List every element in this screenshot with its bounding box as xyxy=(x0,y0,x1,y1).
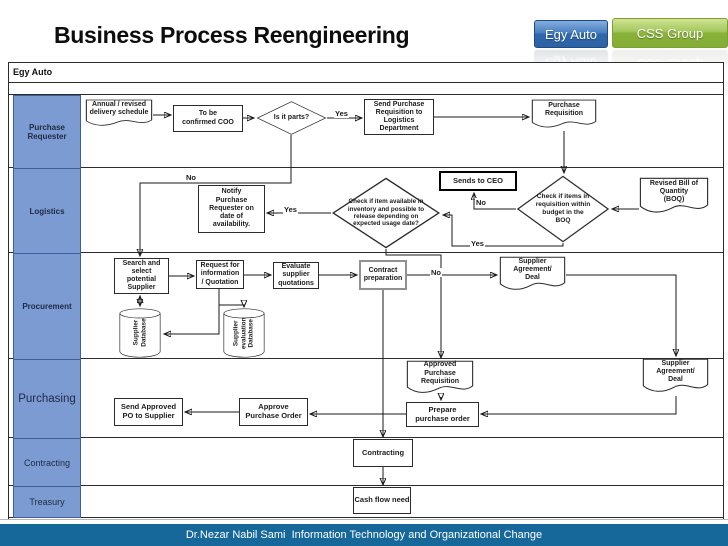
page-title: Business Process Reengineering xyxy=(54,22,410,48)
decision-is-it-parts: Is it parts? xyxy=(256,101,327,135)
document-approved-purchase-requisition: Approved Purchase Requisition xyxy=(406,360,474,397)
css-group-button[interactable]: CSS Group xyxy=(612,18,728,48)
node-approve-purchase-order: Approve Purchase Order xyxy=(239,398,308,426)
lane-label-purchase-requester: Purchase Requester xyxy=(13,95,81,169)
node-send-approved-po: Send Approved PO to Supplier xyxy=(114,398,183,426)
cylinder-shape-icon xyxy=(223,308,265,358)
egy-auto-button[interactable]: Egy Auto xyxy=(534,20,608,48)
chart-subheader-row xyxy=(9,83,723,95)
diamond-shape-icon xyxy=(331,177,441,249)
cylinder-shape-icon xyxy=(119,308,161,358)
node-to-be-confirmed-coo: To be confirmed COO xyxy=(173,105,243,132)
diamond-shape-icon xyxy=(256,101,327,135)
document-shape-icon xyxy=(642,358,709,392)
document-supplier-agreement-deal-procurement: Supplier Agreement/ Deal xyxy=(499,256,566,294)
label-inventory-check-no: No xyxy=(430,268,442,277)
chart-title-egy-auto: Egy Auto xyxy=(9,63,723,83)
footer-divider xyxy=(0,519,728,520)
label-is-it-parts-no: No xyxy=(185,173,197,182)
document-purchase-requisition: Purchase Requisition xyxy=(531,99,597,131)
label-is-it-parts-yes: Yes xyxy=(334,109,349,118)
document-shape-icon xyxy=(85,99,153,126)
label-inventory-check-yes: Yes xyxy=(283,205,298,214)
lane-row-purchase-requester xyxy=(9,95,723,168)
lane-row-procurement xyxy=(9,253,723,359)
node-notify-purchase-requester: Notify Purchase Requester on date of ava… xyxy=(198,185,265,233)
node-cash-flow-need: Cash flow need xyxy=(353,487,411,514)
lane-label-treasury: Treasury xyxy=(13,486,81,518)
node-contracting: Contracting xyxy=(353,439,413,467)
document-shape-icon xyxy=(499,256,566,290)
document-shape-icon xyxy=(639,177,709,213)
decision-budget-check-boq: Check if items in requisition within bud… xyxy=(516,175,610,243)
label-budget-check-no: No xyxy=(475,198,487,207)
lane-row-logistics xyxy=(9,168,723,253)
document-shape-icon xyxy=(406,360,474,393)
lane-label-logistics: Logistics xyxy=(13,168,81,254)
lane-label-purchasing: Purchasing xyxy=(13,359,81,439)
document-shape-icon xyxy=(531,99,597,128)
lane-row-treasury xyxy=(9,486,723,518)
document-annual-revised-delivery-schedule: Annual / revised delivery schedule xyxy=(85,99,153,129)
lane-row-contracting xyxy=(9,438,723,486)
database-supplier: Supplier Database xyxy=(119,308,161,358)
lane-label-contracting: Contracting xyxy=(13,438,81,487)
database-supplier-evaluation: Supplier evaluation Database xyxy=(223,308,265,358)
flowchart: Egy Auto Purchase Requester Logistics Pr… xyxy=(8,62,724,520)
node-search-select-supplier: Search and select potential Supplier xyxy=(114,258,169,294)
node-send-purchase-requisition: Send Purchase Requisition to Logistics D… xyxy=(364,99,434,135)
lane-row-purchasing xyxy=(9,359,723,438)
node-evaluate-supplier-quotations: Evaluate supplier quotations xyxy=(273,262,319,289)
node-request-for-information: Request for information / Quotation xyxy=(196,260,244,289)
document-supplier-agreement-deal-purchasing: Supplier Agreement/ Deal xyxy=(642,358,709,396)
footer-credit: Dr.Nezar Nabil Sami Information Technolo… xyxy=(0,524,728,546)
document-revised-boq: Revised Bill of Quantity (BOQ) xyxy=(639,177,709,217)
decision-inventory-availability-check: Check if item available in inventory and… xyxy=(331,177,441,249)
node-prepare-purchase-order: Prepare purchase order xyxy=(406,402,479,427)
node-sends-to-ceo: Sends to CEO xyxy=(439,171,517,191)
node-contract-preparation: Contract preparation xyxy=(359,260,407,290)
lane-label-procurement: Procurement xyxy=(13,253,81,360)
label-budget-check-yes: Yes xyxy=(470,239,485,248)
